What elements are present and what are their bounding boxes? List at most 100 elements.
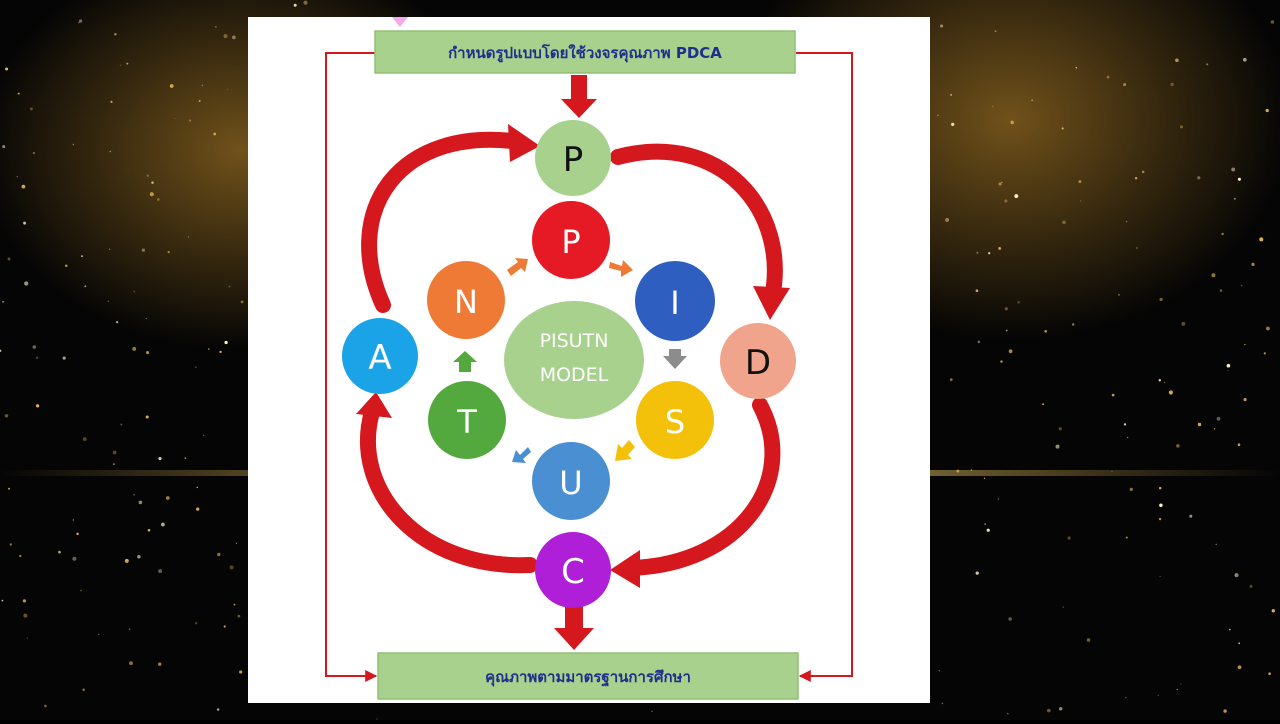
sparkle — [1001, 181, 1003, 184]
sparkle — [1271, 609, 1276, 613]
sparkle — [970, 469, 973, 471]
sparkle — [109, 150, 111, 153]
sparkle — [76, 532, 79, 536]
sparkle — [146, 351, 150, 355]
pink-marker — [392, 17, 408, 27]
sparkle — [1238, 642, 1241, 645]
sparkle — [240, 300, 244, 304]
sparkle — [1005, 329, 1008, 332]
arrowhead-c-to-a — [356, 392, 392, 418]
pdca-p-label: P — [563, 140, 584, 180]
sparkle — [128, 628, 131, 630]
curved-arrow-p-to-d — [610, 143, 783, 306]
sparkle — [82, 437, 87, 441]
sparkle — [58, 550, 61, 554]
sparkle — [1219, 289, 1223, 292]
sparkle — [195, 366, 197, 368]
sparkle — [77, 21, 80, 24]
sparkle — [950, 93, 953, 96]
sparkle — [165, 496, 170, 500]
sparkle — [110, 100, 113, 103]
sparkle — [1014, 194, 1019, 199]
sparkle — [207, 348, 210, 350]
sparkle — [1259, 237, 1264, 242]
arrowhead-a-to-p — [508, 124, 540, 162]
sparkle — [19, 554, 22, 558]
arrow-n-to-p — [507, 258, 528, 276]
inner-u-label: U — [559, 464, 582, 502]
sparkle — [137, 555, 141, 559]
sparkle — [187, 236, 189, 238]
sparkle — [1126, 221, 1128, 223]
sparkle — [1004, 199, 1008, 203]
sparkle — [32, 345, 37, 349]
sparkle — [977, 340, 981, 344]
sparkle — [1062, 606, 1065, 608]
down-arrow-top — [561, 75, 597, 118]
sparkle — [80, 589, 82, 592]
sparkle — [1176, 444, 1180, 448]
pdca-c-label: C — [561, 552, 585, 592]
arrowhead-d-to-c — [610, 550, 640, 588]
sparkle — [0, 349, 2, 353]
sparkle — [72, 556, 77, 561]
sparkle — [138, 500, 143, 505]
sparkle — [112, 463, 115, 466]
sparkle — [223, 34, 228, 39]
sparkle — [215, 26, 217, 28]
sparkle — [158, 662, 162, 666]
sparkle — [2, 145, 6, 149]
sparkle — [1266, 326, 1270, 331]
sparkle — [107, 300, 109, 302]
sparkle — [82, 688, 85, 692]
center-line1: PISUTN — [540, 330, 609, 352]
sparkle — [231, 35, 236, 40]
sparkle — [115, 320, 119, 324]
sparkle — [8, 487, 10, 490]
sparkle — [1125, 536, 1128, 539]
arrowhead-p-to-d — [753, 286, 790, 320]
pdca-a-label: A — [368, 338, 391, 378]
sparkle — [24, 281, 29, 286]
sparkle — [64, 264, 68, 267]
arrow-i-to-s — [663, 349, 687, 369]
sparkle — [1123, 423, 1127, 426]
sparkle — [1215, 543, 1217, 546]
sparkle — [217, 552, 221, 557]
sparkle — [1008, 617, 1012, 621]
sparkle — [1237, 443, 1241, 446]
sparkle — [35, 404, 40, 408]
sparkle — [216, 708, 220, 711]
curved-arrows — [356, 124, 790, 588]
sparkle — [937, 114, 939, 117]
sparkle — [1042, 403, 1045, 406]
sparkle — [124, 558, 129, 563]
sparkle — [1163, 381, 1166, 384]
sparkle — [233, 603, 236, 606]
sparkle — [32, 152, 35, 154]
sparkle — [169, 84, 174, 88]
sparkle — [997, 498, 1000, 500]
sparkle — [949, 378, 953, 381]
sparkle — [1044, 329, 1048, 333]
sparkle — [1206, 63, 1209, 66]
pdca-node-d: D — [720, 323, 796, 399]
sparkle — [126, 62, 129, 65]
header-text: กำหนดรูปแบบโดยใช้วงจรคุณภาพ PDCA — [448, 43, 722, 63]
inner-node-u: U — [532, 442, 610, 520]
sparkle — [1136, 247, 1138, 249]
sparkle — [151, 181, 154, 184]
inner-node-p: P — [532, 201, 610, 279]
curved-arrow-a-to-p — [361, 131, 528, 313]
sparkle — [1263, 352, 1266, 355]
sparkle — [984, 523, 987, 526]
sparkle — [228, 285, 231, 288]
sparkle — [1111, 470, 1113, 472]
arrow-u-to-t — [512, 447, 531, 463]
sparkle — [1072, 323, 1075, 326]
sparkle — [23, 613, 28, 618]
sparkle — [229, 565, 234, 570]
inner-t-label: T — [456, 403, 477, 441]
sparkle — [1237, 177, 1241, 181]
